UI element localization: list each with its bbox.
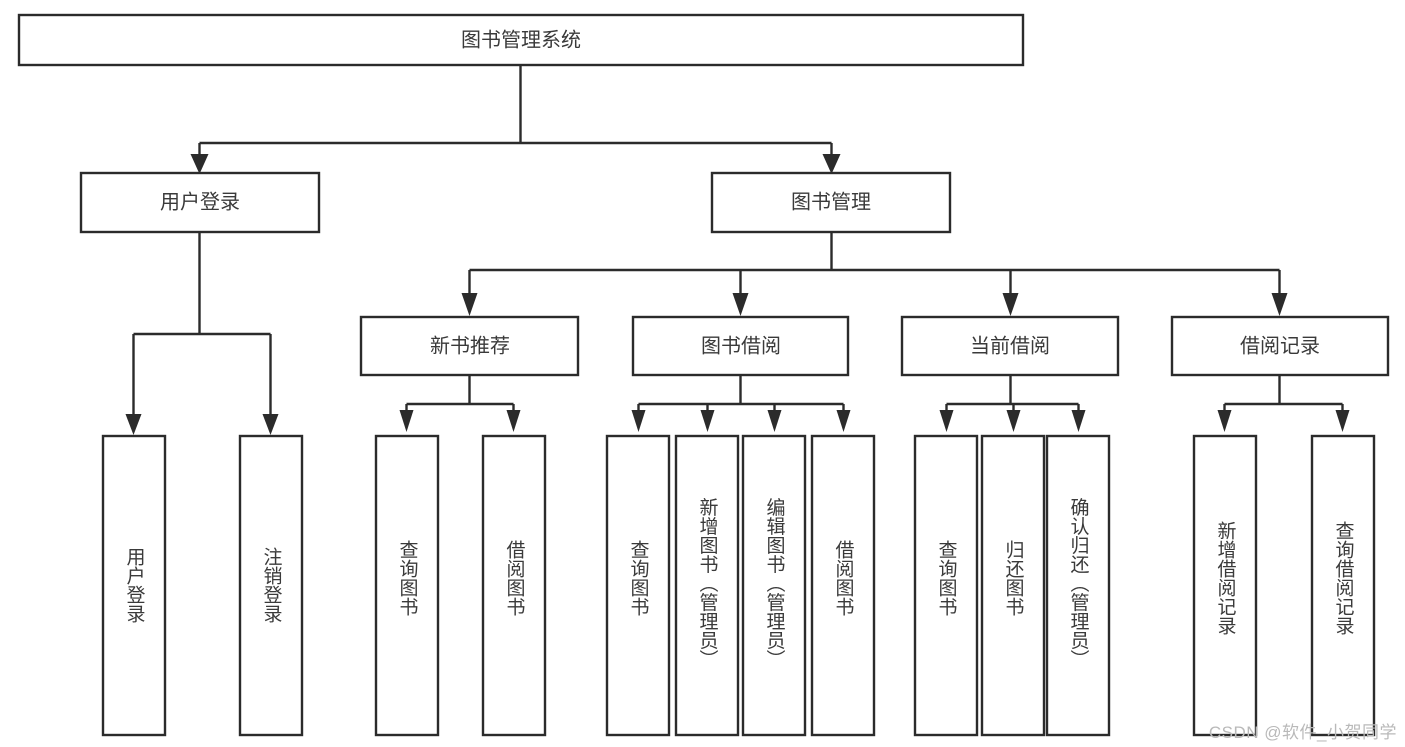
arrowhead-new-book [461, 293, 478, 316]
node-book-manage[interactable]: 图书管理 [710, 171, 952, 234]
leaf-new-book-2[interactable]: 借阅图书 [481, 434, 547, 737]
arrowhead-book-manage [822, 154, 841, 174]
leaf-borrow-record-2-box[interactable] [1310, 434, 1376, 737]
arrowhead-leaf-book-borrow-3 [767, 410, 782, 432]
leaf-current-borrow-1-box[interactable] [913, 434, 979, 737]
leaf-current-borrow-2[interactable]: 归还图书 [980, 434, 1046, 737]
node-book-manage-label: 图书管理 [791, 190, 871, 213]
leaf-user-login-2-label: 注销登录 [261, 547, 283, 623]
node-new-book-recommend[interactable]: 新书推荐 [359, 315, 580, 377]
node-current-borrow-label: 当前借阅 [970, 334, 1050, 357]
node-root[interactable]: 图书管理系统 [17, 13, 1025, 67]
arrowhead-leaf-user-login-1 [125, 414, 142, 435]
leaf-new-book-1-box[interactable] [374, 434, 440, 737]
node-book-borrow-label: 图书借阅 [701, 334, 781, 357]
arrowhead-leaf-user-login-2 [262, 414, 279, 435]
leaf-current-borrow-1[interactable]: 查询图书 [913, 434, 979, 737]
leaf-current-borrow-2-label: 归还图书 [1003, 540, 1025, 616]
leaf-book-borrow-2-label: 新增图书（管理员） [697, 497, 719, 668]
arrowhead-leaf-new-book-2 [506, 410, 521, 432]
node-root-label: 图书管理系统 [461, 28, 581, 51]
arrowhead-leaf-book-borrow-1 [631, 410, 646, 432]
leaf-current-borrow-1-label: 查询图书 [936, 540, 958, 616]
leaf-user-login-2[interactable]: 注销登录 [238, 434, 304, 737]
node-borrow-record[interactable]: 借阅记录 [1170, 315, 1390, 377]
leaf-current-borrow-3-label: 确认归还（管理员） [1068, 497, 1090, 668]
leaf-book-borrow-1-box[interactable] [605, 434, 671, 737]
node-new-book-recommend-label: 新书推荐 [430, 334, 510, 357]
leaf-current-borrow-2-box[interactable] [980, 434, 1046, 737]
node-new-book-recommend-box[interactable] [359, 315, 580, 377]
node-user-login-label: 用户登录 [160, 190, 240, 213]
leaf-new-book-2-box[interactable] [481, 434, 547, 737]
arrowhead-user-login [190, 154, 209, 174]
leaf-borrow-record-2-label: 查询借阅记录 [1333, 521, 1355, 635]
leaf-current-borrow-3[interactable]: 确认归还（管理员） [1045, 434, 1111, 737]
leaf-book-borrow-4-label: 借阅图书 [833, 540, 855, 616]
node-current-borrow-box[interactable] [900, 315, 1120, 377]
arrowhead-book-borrow [732, 293, 749, 316]
leaf-borrow-record-1[interactable]: 新增借阅记录 [1192, 434, 1258, 737]
arrowhead-borrow-record [1271, 293, 1288, 316]
arrowhead-leaf-borrow-record-2 [1335, 410, 1350, 432]
leaf-current-borrow-3-box[interactable] [1045, 434, 1111, 737]
arrowhead-leaf-book-borrow-4 [836, 410, 851, 432]
leaf-user-login-2-box[interactable] [238, 434, 304, 737]
leaf-book-borrow-3-label: 编辑图书（管理员） [764, 497, 786, 668]
node-borrow-record-label: 借阅记录 [1240, 334, 1320, 357]
node-borrow-record-box[interactable] [1170, 315, 1390, 377]
leaf-user-login-1-label: 用户登录 [124, 547, 146, 623]
leaf-book-borrow-1[interactable]: 查询图书 [605, 434, 671, 737]
leaf-new-book-2-label: 借阅图书 [504, 540, 526, 616]
node-user-login[interactable]: 用户登录 [79, 171, 321, 234]
node-book-manage-box[interactable] [710, 171, 952, 234]
leaf-book-borrow-4-box[interactable] [810, 434, 876, 737]
arrowhead-leaf-current-borrow-2 [1006, 410, 1021, 432]
arrowhead-leaf-borrow-record-1 [1217, 410, 1232, 432]
leaf-borrow-record-2[interactable]: 查询借阅记录 [1310, 434, 1376, 737]
leaf-user-login-1-box[interactable] [101, 434, 167, 737]
leaf-new-book-1-label: 查询图书 [397, 540, 419, 616]
leaf-new-book-1[interactable]: 查询图书 [374, 434, 440, 737]
leaf-book-borrow-4[interactable]: 借阅图书 [810, 434, 876, 737]
arrowhead-leaf-current-borrow-1 [939, 410, 954, 432]
node-book-borrow[interactable]: 图书借阅 [631, 315, 850, 377]
leaf-book-borrow-2[interactable]: 新增图书（管理员） [674, 434, 740, 737]
arrowhead-current-borrow [1002, 293, 1019, 316]
leaf-user-login-1[interactable]: 用户登录 [101, 434, 167, 737]
leaf-book-borrow-3[interactable]: 编辑图书（管理员） [741, 434, 807, 737]
arrowhead-leaf-book-borrow-2 [700, 410, 715, 432]
leaf-borrow-record-1-box[interactable] [1192, 434, 1258, 737]
node-user-login-box[interactable] [79, 171, 321, 234]
arrowhead-leaf-new-book-1 [399, 410, 414, 432]
node-book-borrow-box[interactable] [631, 315, 850, 377]
arrowhead-leaf-current-borrow-3 [1071, 410, 1086, 432]
leaf-borrow-record-1-label: 新增借阅记录 [1215, 521, 1237, 635]
leaf-book-borrow-2-box[interactable] [674, 434, 740, 737]
leaf-book-borrow-3-box[interactable] [741, 434, 807, 737]
connector-layer [125, 65, 1350, 435]
node-root-box[interactable] [17, 13, 1025, 67]
node-current-borrow[interactable]: 当前借阅 [900, 315, 1120, 377]
leaf-book-borrow-1-label: 查询图书 [628, 540, 650, 616]
